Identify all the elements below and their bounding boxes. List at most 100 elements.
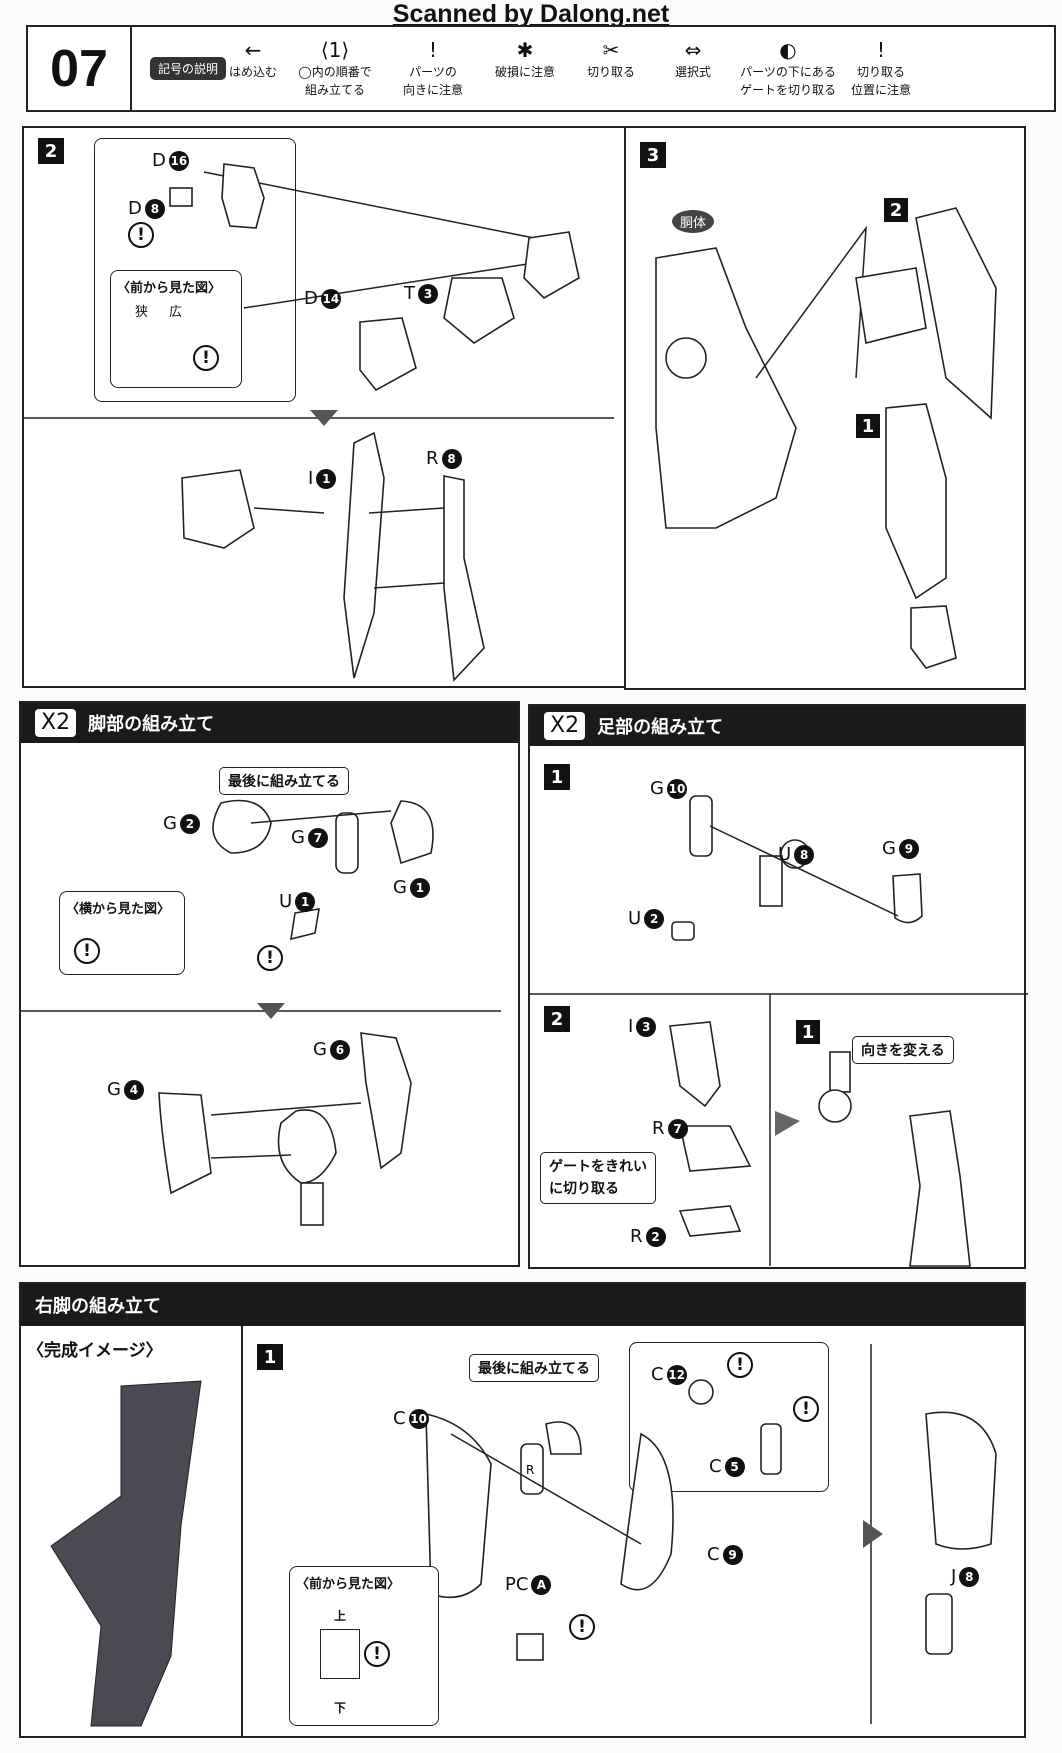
wide-label: 広 bbox=[169, 305, 183, 320]
gate-cut-note: ゲートをきれい に切り取る bbox=[540, 1152, 656, 1204]
part-number: 12 bbox=[666, 1364, 687, 1385]
part-number: 9 bbox=[898, 838, 919, 859]
part-letter: D bbox=[128, 198, 142, 219]
legend-item: ✂ 切り取る bbox=[566, 37, 656, 81]
part-number: 2 bbox=[644, 908, 665, 929]
part-letter: I bbox=[628, 1016, 634, 1037]
part-letter: G bbox=[882, 838, 896, 859]
x2-badge: X2 bbox=[35, 709, 77, 737]
legend-label: パーツの bbox=[409, 65, 457, 79]
part-letter: G bbox=[393, 877, 407, 898]
step-number: 2 bbox=[38, 138, 64, 164]
legend-label: ◯内の順番で bbox=[298, 65, 372, 79]
select-arrows-icon: ⇔ bbox=[684, 38, 702, 62]
part-number: 1 bbox=[295, 891, 316, 912]
front-view-box: 〈前から見た図〉 狭 広 ! bbox=[110, 270, 242, 388]
part-number: 6 bbox=[329, 1039, 350, 1060]
part-letter: C bbox=[709, 1456, 722, 1477]
watermark: Scanned by Dalong.net bbox=[392, 0, 670, 28]
caution-icon: ! bbox=[569, 1614, 595, 1640]
part-number: 7 bbox=[667, 1118, 688, 1139]
legend-item: ⟨1⟩◯内の順番で組み立てる bbox=[290, 37, 380, 99]
legend-header: 07 記号の説明 ←はめ込む⟨1⟩◯内の順番で組み立てる!パーツの向きに注意✱破… bbox=[26, 25, 1056, 112]
part-letter: D bbox=[304, 288, 318, 309]
caution-breakage-icon: ✱ bbox=[516, 38, 534, 62]
sub-step-1: 1 bbox=[796, 1020, 820, 1044]
part-number: 7 bbox=[307, 827, 328, 848]
legend-label: 切り取る bbox=[856, 65, 905, 79]
complete-image-title: 〈完成イメージ〉 bbox=[27, 1341, 163, 1361]
legend-item: !パーツの向きに注意 bbox=[388, 37, 478, 99]
part-number: 3 bbox=[636, 1016, 657, 1037]
body-tag: 胴体 bbox=[672, 210, 715, 233]
section-header: X2 足部の組み立て bbox=[530, 706, 1024, 746]
r-mark: R bbox=[526, 1463, 534, 1477]
right-leg-panel: 右脚の組み立て 〈完成イメージ〉 1 最後に組み立てる 〈前から見た図〉 上 !… bbox=[19, 1282, 1026, 1738]
part-number: 10 bbox=[408, 1408, 429, 1429]
cut-icon: ✂ bbox=[602, 38, 620, 62]
legend-item: ←はめ込む bbox=[208, 37, 298, 81]
legend-label: 位置に注意 bbox=[850, 83, 911, 97]
legend-label: パーツの下にある bbox=[740, 65, 836, 79]
part-letter: R bbox=[652, 1118, 665, 1139]
legend-label: 切り取る bbox=[586, 65, 635, 79]
gate-under-part-icon: ◐ bbox=[779, 38, 797, 62]
legend-item: ✱ 破損に注意 bbox=[480, 37, 570, 81]
legend-label: ゲートを切り取る bbox=[739, 83, 836, 97]
section-title: 足部の組み立て bbox=[597, 717, 724, 738]
legend-title: 記号の説明 bbox=[150, 57, 227, 80]
legend-label: 破損に注意 bbox=[494, 65, 555, 79]
legend-label: 選択式 bbox=[674, 65, 711, 79]
step-3-panel: 3 胴体 2 1 bbox=[624, 126, 1026, 690]
part-letter: I bbox=[308, 468, 314, 489]
arrow-left-icon: ← bbox=[244, 38, 262, 62]
front-view-box: 〈前から見た図〉 上 ! 下 bbox=[289, 1566, 439, 1726]
x2-badge: X2 bbox=[544, 712, 586, 740]
part-number: A bbox=[531, 1574, 552, 1595]
part-letter: PC bbox=[505, 1574, 529, 1595]
part-number: 14 bbox=[320, 288, 341, 309]
part-letter: U bbox=[628, 908, 642, 929]
part-letter: U bbox=[279, 891, 293, 912]
front-view-title: 〈前から見た図〉 bbox=[117, 281, 222, 296]
part-letter: R bbox=[426, 448, 439, 469]
part-letter: C bbox=[651, 1364, 664, 1385]
step-number: 1 bbox=[544, 764, 570, 790]
part-number: 8 bbox=[144, 198, 165, 219]
assemble-last-note: 最後に組み立てる bbox=[469, 1354, 599, 1382]
step-number: 2 bbox=[544, 1006, 570, 1032]
part-letter: G bbox=[163, 813, 177, 834]
down-arrow-icon bbox=[257, 1003, 285, 1019]
part-number: 1 bbox=[316, 468, 337, 489]
caution-icon: ! bbox=[364, 1641, 390, 1667]
part-number: 9 bbox=[722, 1544, 743, 1565]
bottom-label: 下 bbox=[334, 1701, 347, 1715]
caution-icon: ! bbox=[727, 1352, 753, 1378]
section-title: 右脚の組み立て bbox=[35, 1296, 161, 1317]
turn-direction-note: 向きを変える bbox=[852, 1036, 954, 1064]
part-letter: T bbox=[404, 283, 415, 304]
legend-label: 向きに注意 bbox=[402, 83, 463, 97]
part-number: 3 bbox=[418, 283, 438, 304]
